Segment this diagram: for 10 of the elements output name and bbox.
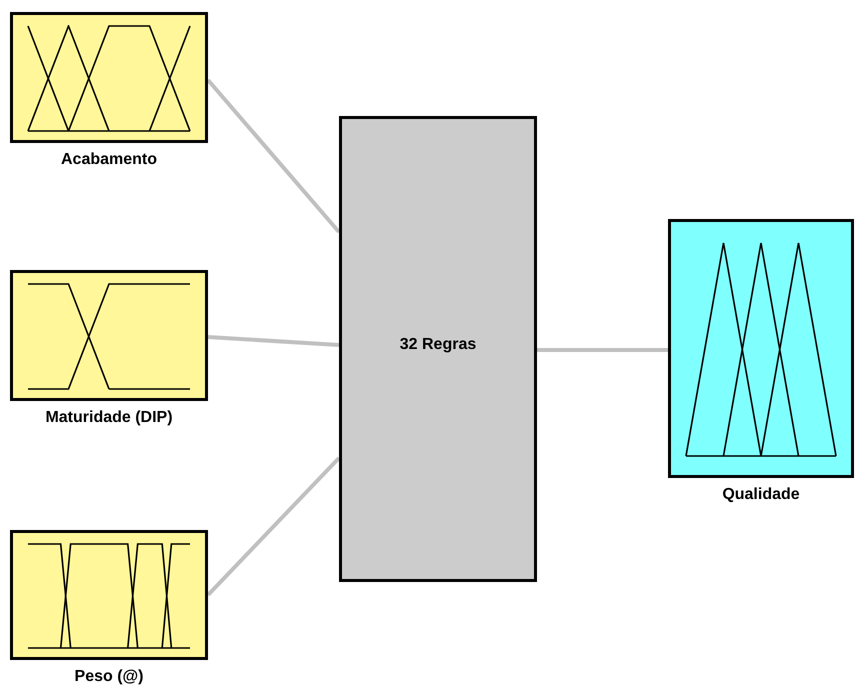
variable-label: Qualidade <box>722 486 800 504</box>
connector-line <box>206 78 341 234</box>
variable-label: Acabamento <box>60 151 158 169</box>
variable-label: Peso (@) <box>74 668 144 686</box>
variable-label: Maturidade (DIP) <box>45 409 173 427</box>
rule-count-label: 32 Regras <box>400 335 476 355</box>
rule-block <box>339 116 537 582</box>
connector-line <box>206 456 340 596</box>
connector-line <box>537 348 668 352</box>
connector-line <box>208 335 340 347</box>
